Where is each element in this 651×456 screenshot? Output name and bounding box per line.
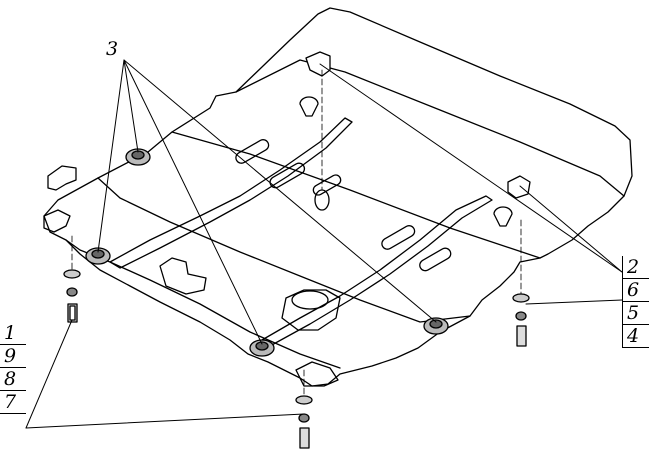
callout-right-1: 2 [623,256,649,279]
slot [419,247,452,272]
keyhole [299,96,319,117]
center-dome [281,289,341,331]
callout-right-2: 6 [623,279,649,302]
callout-left-1: 1 [0,322,26,345]
keyhole [493,206,513,227]
callout-right-4: 4 [623,325,649,348]
assembly-centerlines [71,69,522,397]
front-lip-line [235,59,625,197]
mount-nut [85,247,111,265]
rear-bend-line [65,239,341,369]
mount-nut [249,339,275,357]
bolt-stack-left [63,269,81,323]
bolt-stack-right [512,293,530,347]
bend-line-1 [171,131,541,259]
callout-3-leaders [97,59,437,345]
bend-line-2 [97,177,471,323]
stack-leaders [25,299,623,429]
callout-right-3: 5 [623,302,649,325]
loose-bracket [47,165,77,191]
bolt-stack-bottom [295,395,313,449]
skid-plate-outline [43,7,633,387]
callout-left-4: 7 [0,391,26,414]
brace-rail [109,117,353,269]
slot [269,162,306,189]
mount-nut [423,317,449,335]
callout-stack-right: 2 6 5 4 [622,256,649,348]
rear-bracket [305,51,331,77]
callout-3: 3 [106,38,119,60]
callout-left-3: 8 [0,368,26,391]
callout-left-2: 9 [0,345,26,368]
left-step [43,209,71,233]
callout-stack-left: 1 9 8 7 [0,322,26,414]
brace-rail [261,195,493,347]
rear-tab [159,257,207,295]
bottom-tab [295,361,339,387]
slot [235,139,270,164]
slot [312,174,342,196]
rear-bracket [507,175,531,199]
dome-cap [291,290,329,310]
slot [381,225,416,250]
callout-2-leaders [319,63,623,273]
